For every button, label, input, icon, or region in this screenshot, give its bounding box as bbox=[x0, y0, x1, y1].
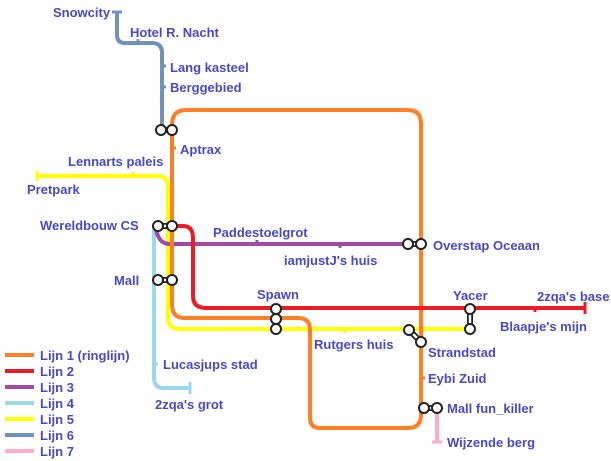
label-lang-kasteel: Lang kasteel bbox=[170, 60, 249, 75]
legend-label: Lijn 5 bbox=[40, 412, 74, 427]
label-berggebied: Berggebied bbox=[170, 80, 242, 95]
label-eybi: Eybi Zuid bbox=[428, 371, 487, 386]
station-overstap[interactable] bbox=[402, 238, 427, 250]
label-yacer: Yacer bbox=[453, 288, 488, 303]
line-5 bbox=[36, 174, 470, 331]
line-2 bbox=[172, 224, 585, 310]
legend-label: Lijn 2 bbox=[40, 364, 74, 379]
label-wijzende: Wijzende berg bbox=[447, 435, 535, 450]
station-spawn[interactable] bbox=[270, 303, 282, 335]
label-aptrax: Aptrax bbox=[180, 142, 222, 157]
legend-label: Lijn 4 bbox=[40, 396, 75, 411]
label-iamjustj: iamjustJ's huis bbox=[284, 253, 377, 268]
label-grot: 2zqa's grot bbox=[155, 397, 224, 412]
station-yacer[interactable] bbox=[464, 303, 476, 335]
label-wereldbouw: Wereldbouw CS bbox=[40, 218, 139, 233]
label-overstap: Overstap Oceaan bbox=[433, 238, 540, 253]
label-spawn: Spawn bbox=[257, 287, 299, 302]
label-lennarts: Lennarts paleis bbox=[68, 154, 163, 169]
legend-label: Lijn 3 bbox=[40, 380, 74, 395]
label-hotel: Hotel R. Nacht bbox=[130, 25, 220, 40]
label-pretpark: Pretpark bbox=[27, 182, 81, 197]
label-base: 2zqa's base bbox=[537, 289, 609, 304]
label-blaapje: Blaapje's mijn bbox=[500, 319, 587, 334]
station-mall-fun-killer[interactable] bbox=[418, 402, 443, 414]
label-snowcity: Snowcity bbox=[53, 5, 111, 20]
legend-label: Lijn 7 bbox=[40, 444, 74, 459]
label-rutgers: Rutgers huis bbox=[314, 337, 393, 352]
label-strandstad: Strandstad bbox=[428, 345, 496, 360]
legend-label: Lijn 1 (ringlijn) bbox=[40, 348, 130, 363]
line-1 bbox=[170, 108, 423, 430]
line-4 bbox=[152, 226, 190, 390]
label-mall-fun-killer: Mall fun_killer bbox=[447, 401, 534, 416]
station-wereldbouw[interactable] bbox=[152, 220, 178, 232]
station-mall[interactable] bbox=[152, 274, 178, 286]
station-aptrax[interactable] bbox=[155, 124, 178, 136]
label-mall: Mall bbox=[114, 273, 139, 288]
label-lucasjups: Lucasjups stad bbox=[163, 357, 258, 372]
legend-label: Lijn 6 bbox=[40, 428, 74, 443]
station-strandstad[interactable] bbox=[403, 324, 427, 348]
label-paddestoel: Paddestoelgrot bbox=[213, 225, 308, 240]
